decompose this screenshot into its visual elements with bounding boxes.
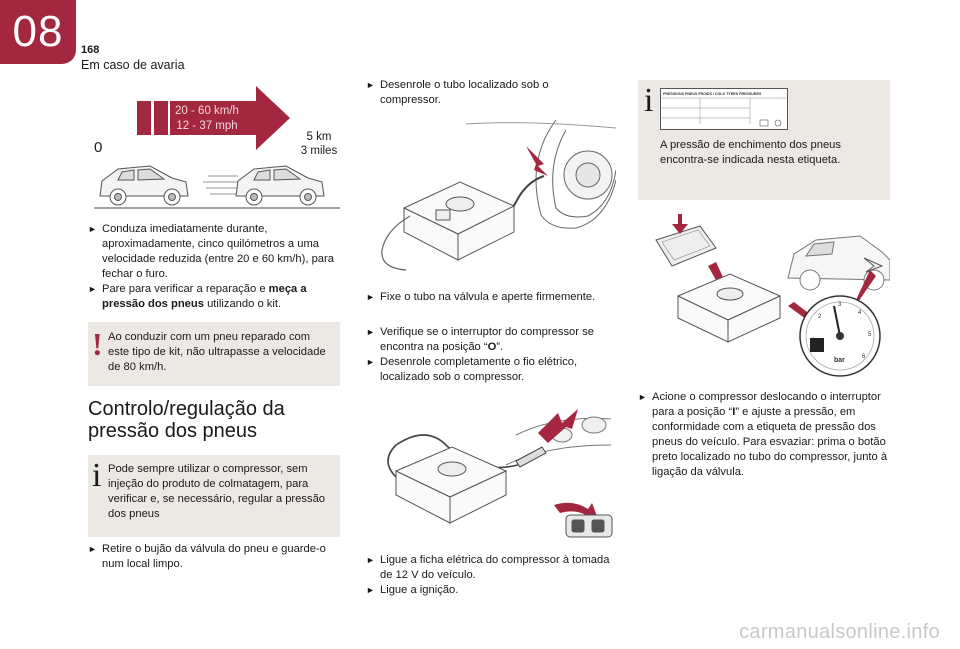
list-item: ► Acione o compressor deslocando o inter… xyxy=(638,390,896,480)
bullet-text: Desenrole o tubo localizado sob o compre… xyxy=(380,79,549,106)
warning-text: Ao conduzir com um pneu reparado com est… xyxy=(108,331,326,373)
gauge-unit-label: bar xyxy=(834,357,845,364)
gauge-tick-6: 6 xyxy=(862,354,866,360)
bullet-text: Desenrole completamente o fio elétrico, … xyxy=(380,356,578,383)
bullet-marker-icon: ► xyxy=(88,544,97,554)
section-title: Em caso de avaria xyxy=(81,58,185,72)
bullet-text: Fixe o tubo na válvula e aperte firmemen… xyxy=(380,291,596,303)
bullet-marker-icon: ► xyxy=(366,80,375,90)
info-box: i Pode sempre utilizar o compressor, sem… xyxy=(88,455,340,537)
bullet-marker-icon: ► xyxy=(366,585,375,595)
gauge-tick-3: 3 xyxy=(838,302,842,308)
distance-km-label: 5 km xyxy=(307,131,332,143)
car-moving-icon xyxy=(235,165,325,206)
gauge-tick-4: 4 xyxy=(858,310,862,316)
plug-socket-illustration xyxy=(387,409,613,538)
section-heading: Controlo/regulação da pressão dos pneus xyxy=(88,398,285,442)
bullet-marker-icon: ► xyxy=(366,327,375,337)
bullet-text: Verifique se o interruptor do compressor… xyxy=(380,326,594,353)
list-item: ► Verifique se o interruptor do compress… xyxy=(366,325,616,355)
info-text: Pode sempre utilizar o compressor, sem i… xyxy=(108,463,326,520)
warning-icon: ! xyxy=(92,326,103,362)
watermark: carmanualsonline.info xyxy=(739,621,940,643)
pressure-label-box: i PRESSIONS PNEUS FROIDS / COLD TYRES PR… xyxy=(638,80,890,200)
right-bullet: ► Acione o compressor deslocando o inter… xyxy=(638,390,896,480)
bullet-marker-icon: ► xyxy=(366,357,375,367)
info-icon: i xyxy=(92,457,102,494)
pressure-gauge-icon: 1 2 3 4 5 6 bar xyxy=(799,295,881,377)
bullet-text: Acione o compressor deslocando o interru… xyxy=(652,391,888,478)
gauge-illustration: 1 2 3 4 5 6 bar xyxy=(655,214,890,377)
gauge-tick-2: 2 xyxy=(818,314,822,320)
middle-bullet-3: ► Verifique se o interruptor do compress… xyxy=(366,325,616,385)
list-item: ► Retire o bujão da válvula do pneu e gu… xyxy=(88,542,340,572)
left-bullet-list-2: ► Retire o bujão da válvula do pneu e gu… xyxy=(88,542,340,572)
list-item: ► Desenrole completamente o fio elétrico… xyxy=(366,355,616,385)
middle-bullet-2: ► Fixe o tubo na válvula e aperte firmem… xyxy=(366,290,616,305)
bullet-marker-icon: ► xyxy=(366,292,375,302)
list-item: ► Ligue a ignição. xyxy=(366,583,616,598)
gauge-tick-5: 5 xyxy=(868,332,872,338)
left-bullet-list: ► Conduza imediatamente durante, aproxim… xyxy=(88,222,340,312)
bullet-marker-icon: ► xyxy=(88,224,97,234)
list-item: ► Ligue a ficha elétrica do compressor à… xyxy=(366,553,616,583)
list-item: ► Fixe o tubo na válvula e aperte firmem… xyxy=(366,290,616,305)
distance-miles-label: 3 miles xyxy=(301,145,338,157)
middle-bullet-5: ► Ligue a ficha elétrica do compressor à… xyxy=(366,553,616,598)
list-item: ► Desenrole o tubo localizado sob o comp… xyxy=(366,78,616,108)
speed-distance-figure: 20 - 60 km/h 12 - 37 mph 0 5 km 3 miles xyxy=(94,86,340,209)
bullet-text: Ligue a ignição. xyxy=(380,584,459,596)
car-stationary-icon xyxy=(99,165,189,206)
pressure-label-heading: PRESSIONS PNEUS FROIDS / COLD TYRES PRES… xyxy=(663,92,762,96)
start-zero-label: 0 xyxy=(94,139,102,156)
bullet-text: Retire o bujão da válvula do pneu e guar… xyxy=(102,543,326,570)
speed-kmh-label: 20 - 60 km/h xyxy=(175,105,239,117)
bullet-marker-icon: ► xyxy=(638,392,647,402)
bullet-marker-icon: ► xyxy=(88,284,97,294)
warning-box: ! Ao conduzir com um pneu reparado com e… xyxy=(88,322,340,386)
list-item: ► Pare para verificar a reparação e meça… xyxy=(88,282,340,312)
page-number: 168 xyxy=(81,44,100,56)
speed-mph-label: 12 - 37 mph xyxy=(176,120,237,132)
chapter-tab: 08 xyxy=(0,0,76,64)
pressure-label-text: A pressão de enchimento dos pneus encont… xyxy=(660,139,841,166)
tyre-pressure-label-icon: PRESSIONS PNEUS FROIDS / COLD TYRES PRES… xyxy=(660,88,788,130)
info-icon: i xyxy=(644,82,654,119)
bullet-marker-icon: ► xyxy=(366,555,375,565)
bullet-text: Ligue a ficha elétrica do compressor à t… xyxy=(380,554,610,581)
bullet-text: Pare para verificar a reparação e meça a… xyxy=(102,283,307,310)
middle-bullet-1: ► Desenrole o tubo localizado sob o comp… xyxy=(366,78,616,108)
bullet-text: Conduza imediatamente durante, aproximad… xyxy=(102,223,334,280)
list-item: ► Conduza imediatamente durante, aproxim… xyxy=(88,222,340,282)
hose-to-wheel-illustration xyxy=(381,120,616,271)
